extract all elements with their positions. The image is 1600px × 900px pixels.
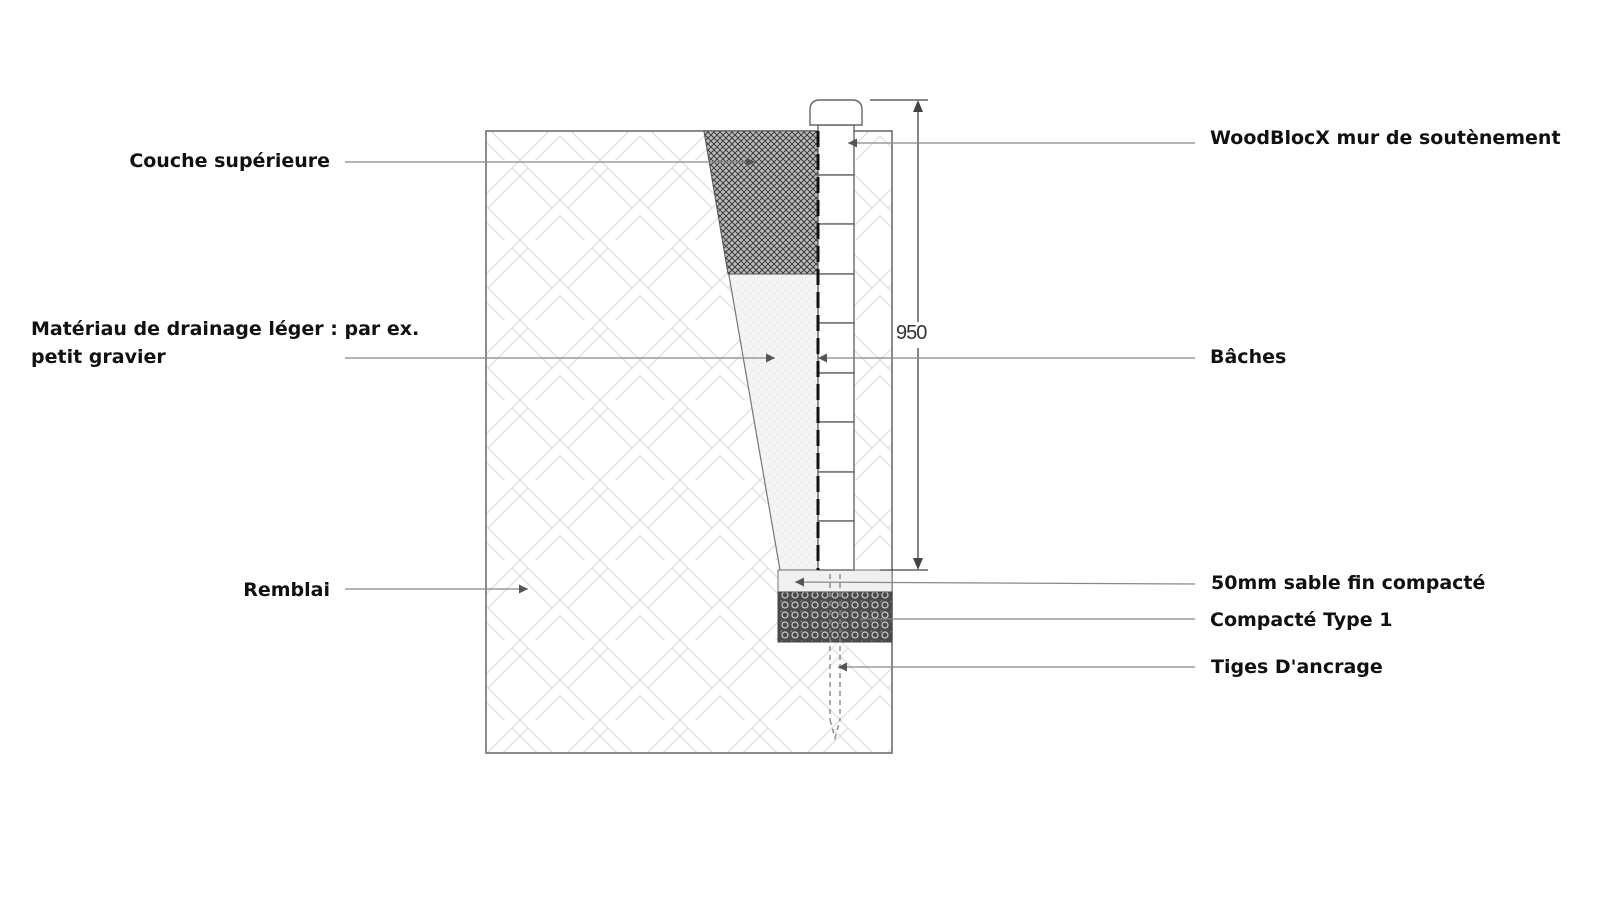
label-backfill: Remblai bbox=[243, 579, 330, 601]
label-drainage-line2: petit gravier bbox=[31, 346, 166, 368]
label-tarp: Bâches bbox=[1210, 346, 1287, 368]
label-type1: Compacté Type 1 bbox=[1210, 609, 1393, 631]
label-rods: Tiges D'ancrage bbox=[1211, 656, 1383, 678]
leader-sand bbox=[794, 577, 1196, 587]
label-wall: WoodBlocX mur de soutènement bbox=[1210, 127, 1561, 149]
anchor-rods bbox=[829, 520, 841, 741]
woodblocx-wall bbox=[817, 124, 855, 571]
label-drainage-line1: Matériau de drainage léger : par ex. bbox=[31, 318, 420, 340]
compacted-type1-layer bbox=[777, 591, 893, 643]
height-dimension-label: 950 bbox=[896, 322, 927, 344]
label-sand: 50mm sable fin compacté bbox=[1211, 572, 1486, 594]
label-top-layer: Couche supérieure bbox=[129, 150, 330, 172]
left-leader-lines bbox=[345, 157, 775, 594]
compacted-sand-layer bbox=[777, 569, 893, 593]
right-leader-lines bbox=[794, 138, 1196, 672]
wall-cap bbox=[809, 99, 863, 126]
